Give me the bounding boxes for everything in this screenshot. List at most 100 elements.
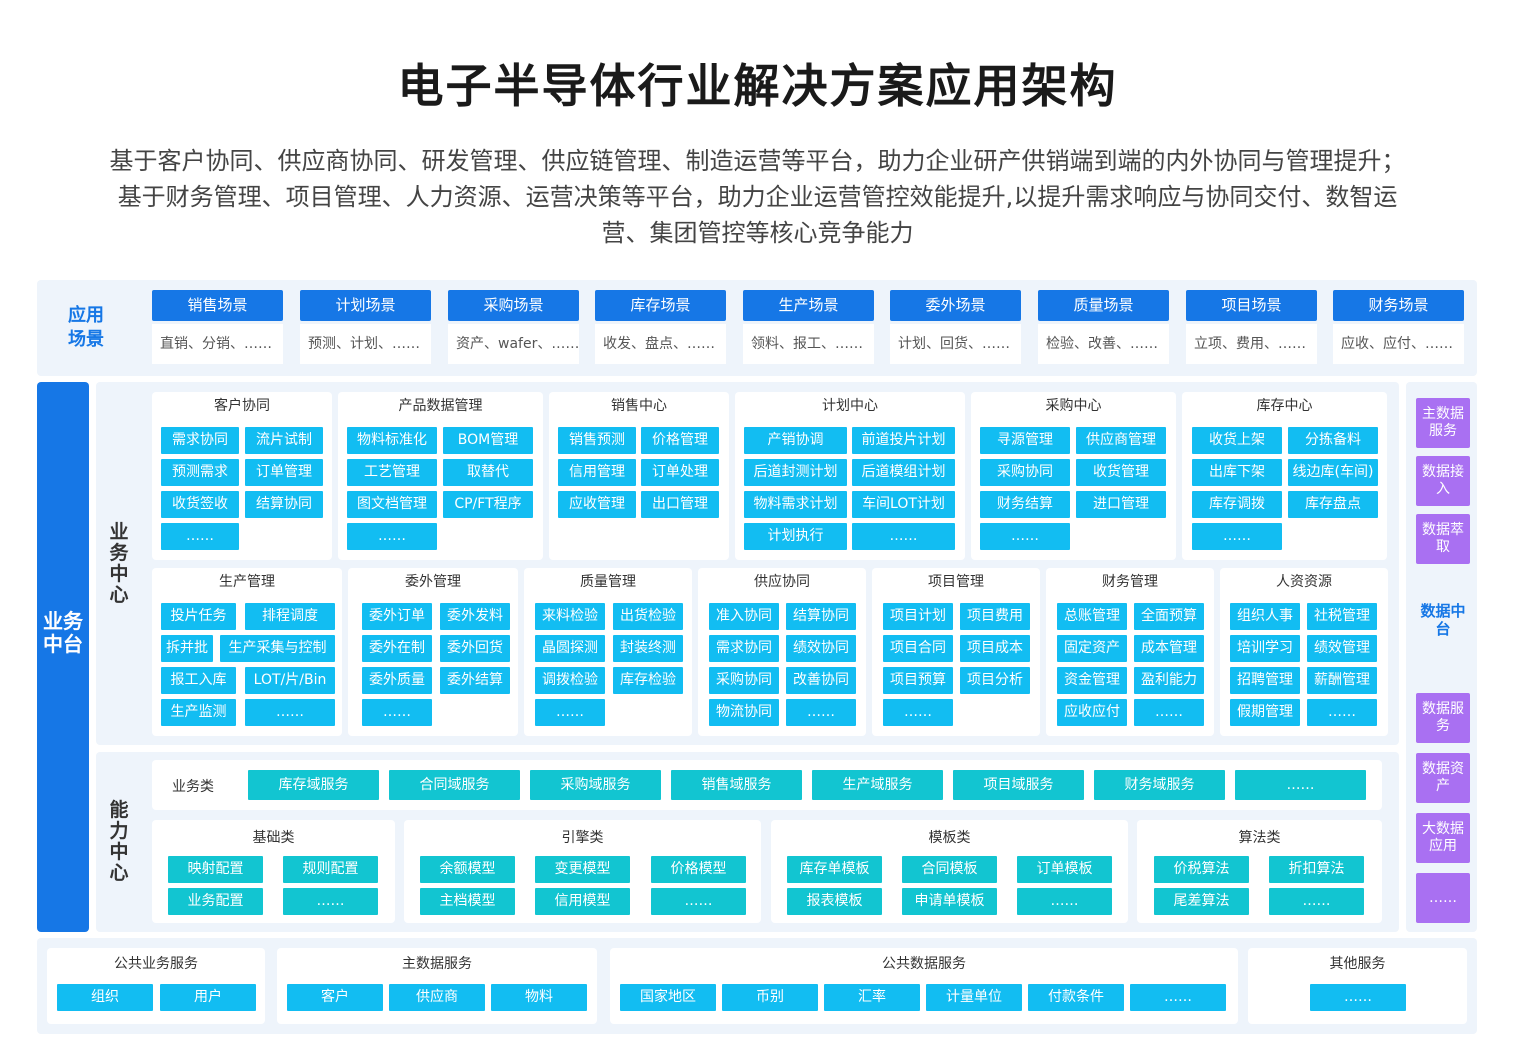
module-button: 准入协同 (709, 603, 779, 630)
capability-item: 主档模型 (420, 888, 515, 915)
module-button: 物料标准化 (347, 427, 437, 454)
public-service-item: 币别 (722, 984, 818, 1011)
module-group-title: 财务管理 (1102, 574, 1158, 590)
module-button: 出库下架 (1192, 459, 1282, 486)
data-platform-item: 主数据服务 (1416, 398, 1470, 448)
capability-item: …… (1017, 888, 1112, 915)
module-button: BOM管理 (443, 427, 533, 454)
scenario-head: 库存场景 (595, 290, 726, 321)
module-button: 项目分析 (960, 667, 1030, 694)
module-button: 调拨检验 (535, 667, 605, 694)
module-button: 委外订单 (362, 603, 432, 630)
public-service-title: 公共业务服务 (114, 956, 198, 972)
business-service: 合同域服务 (389, 770, 520, 800)
module-button: 信用管理 (558, 459, 636, 486)
module-button: 需求协同 (161, 427, 239, 454)
module-button: 库存盘点 (1288, 491, 1378, 518)
page-subtitle: 基于客户协同、供应商协同、研发管理、供应链管理、制造运营等平台，助力企业研产供销… (109, 147, 1406, 247)
capability-item: 业务配置 (168, 888, 263, 915)
module-group-title: 项目管理 (928, 574, 984, 590)
module-button: 结算协同 (786, 603, 856, 630)
public-service-item: 客户 (287, 984, 383, 1011)
capability-group-title: 模板类 (928, 830, 971, 846)
capability-item: 报表模板 (787, 888, 882, 915)
capability-item: 库存单模板 (787, 856, 882, 883)
module-button: 晶圆探测 (535, 635, 605, 662)
module-button: 投片任务 (161, 603, 236, 630)
capability-item: 申请单模板 (902, 888, 997, 915)
module-button: 需求协同 (709, 635, 779, 662)
module-button: 产销协调 (744, 427, 847, 454)
module-button: 进口管理 (1076, 491, 1166, 518)
capability-item: 信用模型 (535, 888, 630, 915)
capability-item: 余额模型 (420, 856, 515, 883)
module-button: 物料需求计划 (744, 491, 847, 518)
module-button: 采购协同 (980, 459, 1070, 486)
module-button: 委外发料 (440, 603, 510, 630)
public-service-title: 公共数据服务 (882, 956, 966, 972)
data-platform-item: 数据接入 (1416, 456, 1470, 506)
scenario-label: 应用场景 (68, 305, 104, 350)
module-button: …… (1192, 523, 1282, 550)
capability-item: 映射配置 (168, 856, 263, 883)
module-button: …… (161, 523, 239, 550)
capability-item: 价税算法 (1154, 856, 1249, 883)
module-group-title: 库存中心 (1256, 398, 1313, 414)
module-button: 后道封测计划 (744, 459, 847, 486)
module-button: 项目预算 (883, 667, 953, 694)
module-button: …… (980, 523, 1070, 550)
capability-group-title: 基础类 (252, 830, 295, 846)
business-platform-label: 业务中台 (43, 609, 83, 656)
module-button: 固定资产 (1057, 635, 1127, 662)
business-service: 财务域服务 (1094, 770, 1225, 800)
module-button: 组织人事 (1230, 603, 1300, 630)
module-button: 项目合同 (883, 635, 953, 662)
scenario-body: 检验、改善、…… (1038, 324, 1169, 364)
capability-item: 变更模型 (535, 856, 630, 883)
capability-item: …… (1269, 888, 1364, 915)
module-button: …… (1307, 699, 1377, 726)
public-service-item: 用户 (160, 984, 256, 1011)
scenario-head: 采购场景 (448, 290, 579, 321)
module-button: 委外质量 (362, 667, 432, 694)
module-button: 销售预测 (558, 427, 636, 454)
module-button: 取替代 (443, 459, 533, 486)
module-group-title: 供应协同 (754, 574, 810, 590)
module-button: 项目费用 (960, 603, 1030, 630)
module-button: 线边库(车间) (1288, 459, 1378, 486)
module-button: 委外结算 (440, 667, 510, 694)
scenario-head: 销售场景 (152, 290, 283, 321)
capability-item: 规则配置 (283, 856, 378, 883)
module-group-title: 客户协同 (214, 398, 270, 414)
module-button: 项目计划 (883, 603, 953, 630)
business-service: 采购域服务 (530, 770, 661, 800)
scenario-body: 资产、wafer、…… (448, 324, 579, 364)
module-button: 预测需求 (161, 459, 239, 486)
data-platform-item: 数据服务 (1416, 693, 1470, 743)
module-button: 收货签收 (161, 491, 239, 518)
module-button: 应收应付 (1057, 699, 1127, 726)
public-service-item: 国家地区 (620, 984, 716, 1011)
scenario-head: 计划场景 (300, 290, 431, 321)
module-button: 来料检验 (535, 603, 605, 630)
business-service: 销售域服务 (671, 770, 802, 800)
scenario-body: 立项、费用、…… (1186, 324, 1317, 364)
module-button: 结算协同 (245, 491, 323, 518)
module-button: 成本管理 (1134, 635, 1204, 662)
module-group-title: 委外管理 (405, 574, 461, 590)
module-group-title: 销售中心 (611, 398, 667, 414)
module-button: 物流协同 (709, 699, 779, 726)
module-button: 改善协同 (786, 667, 856, 694)
module-group-title: 质量管理 (580, 574, 636, 590)
module-button: 供应商管理 (1076, 427, 1166, 454)
module-button: 收货上架 (1192, 427, 1282, 454)
module-button: 报工入库 (161, 667, 236, 694)
public-service-item: …… (1130, 984, 1226, 1011)
module-button: …… (852, 523, 955, 550)
capability-center-label: 能力中心 (109, 799, 129, 884)
module-group-title: 产品数据管理 (398, 398, 483, 414)
business-center-label: 业务中心 (109, 521, 129, 606)
module-button: 计划执行 (744, 523, 847, 550)
module-group-title: 人资资源 (1276, 574, 1332, 590)
capability-item: …… (651, 888, 746, 915)
